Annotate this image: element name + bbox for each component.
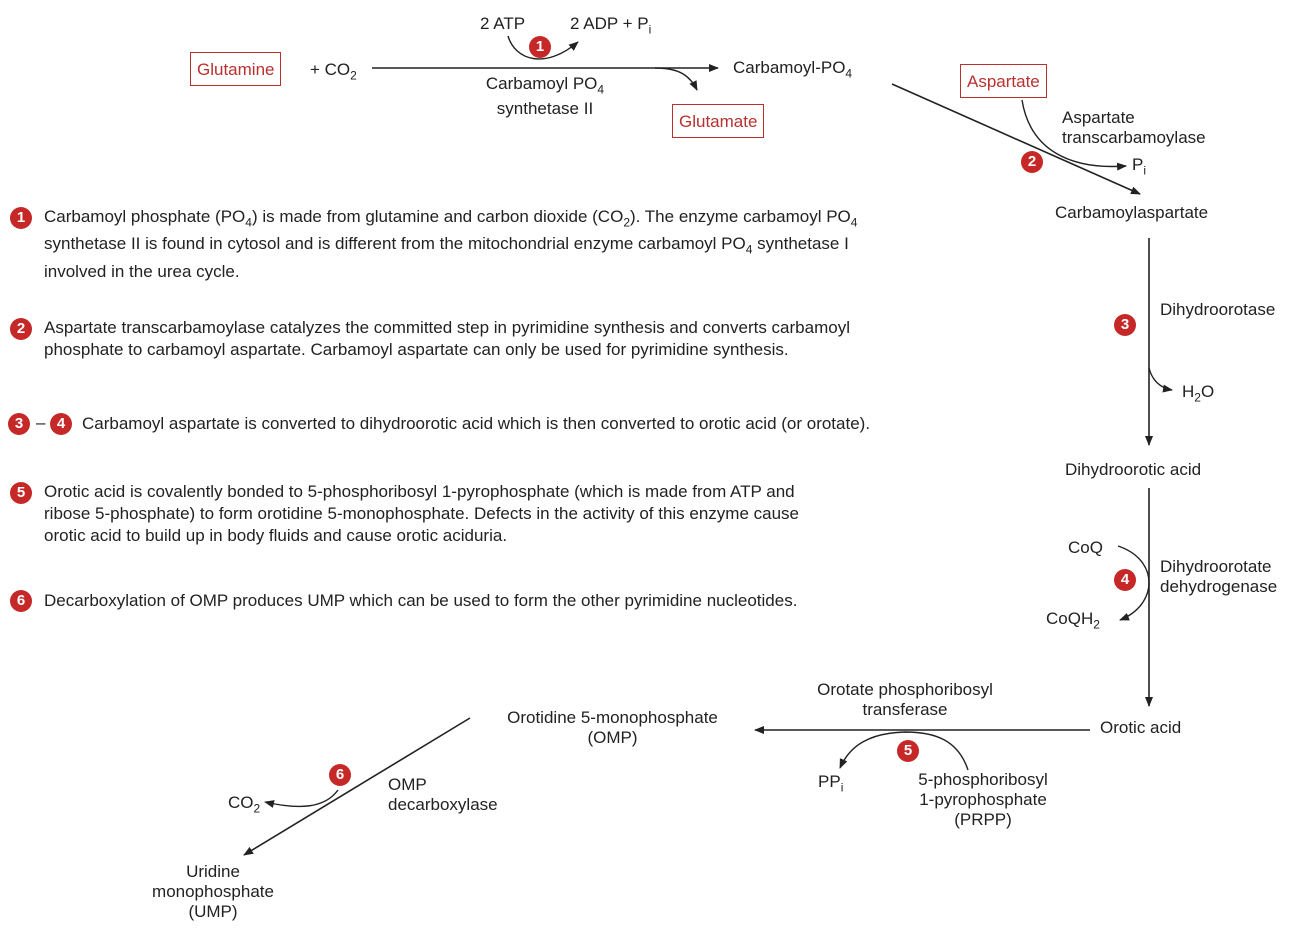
carbamoyl-po4-label: Carbamoyl-PO4 bbox=[733, 58, 853, 81]
co2-label: + CO2 bbox=[310, 60, 357, 83]
arrow-atp bbox=[507, 35, 579, 60]
dihydroorotase-label: Dihydroorotase bbox=[1160, 300, 1276, 319]
co2-out-label: CO2 bbox=[228, 793, 261, 816]
enzyme-atcase-label: Aspartate transcarbamoylase bbox=[1062, 108, 1206, 147]
note-badge-3: 3 bbox=[8, 413, 30, 435]
arrow-glutamate bbox=[654, 67, 698, 91]
enzyme-ompdc-label: OMP decarboxylase bbox=[388, 775, 498, 814]
h2o-label: H2O bbox=[1182, 382, 1215, 405]
note-5: Orotic acid is covalently bonded to 5-ph… bbox=[44, 482, 800, 545]
step-badge-5: 5 bbox=[897, 740, 919, 762]
glutamine-box: Glutamine bbox=[190, 52, 282, 86]
coqh2-label: CoQH2 bbox=[1046, 609, 1100, 632]
note-dash: – bbox=[36, 413, 46, 432]
prpp-label: 5-phosphoribosyl 1-pyrophosphate (PRPP) bbox=[918, 770, 1048, 829]
note-6: Decarboxylation of OMP produces UMP whic… bbox=[44, 591, 798, 610]
step-badge-1: 1 bbox=[529, 36, 551, 58]
arrow-aspartate bbox=[1021, 99, 1127, 171]
enzyme-cps2-label: Carbamoyl PO4 synthetase II bbox=[485, 74, 605, 119]
aspartate-box: Aspartate bbox=[960, 64, 1047, 98]
orotic-acid-label: Orotic acid bbox=[1100, 718, 1182, 737]
arrow-step6 bbox=[243, 717, 471, 856]
note-badge-2: 2 bbox=[10, 318, 32, 340]
note-badge-6: 6 bbox=[10, 590, 32, 612]
note-badge-1: 1 bbox=[10, 207, 32, 229]
arrow-prpp bbox=[839, 731, 969, 771]
enzyme-oprt-label: Orotate phosphoribosyl transferase bbox=[817, 680, 993, 719]
note-1: Carbamoyl phosphate (PO4) is made from g… bbox=[44, 207, 858, 281]
note-badge-5: 5 bbox=[10, 482, 32, 504]
step-badge-6: 6 bbox=[329, 764, 351, 786]
glutamate-box: Glutamate bbox=[672, 104, 765, 138]
arrow-coq bbox=[1117, 545, 1150, 621]
ppi-label: PPi bbox=[818, 772, 844, 795]
omp-label: Orotidine 5-monophosphate (OMP) bbox=[507, 708, 718, 747]
atp-label: 2 ATP bbox=[480, 14, 526, 33]
note-badge-4: 4 bbox=[50, 413, 72, 435]
carbamoylaspartate-label: Carbamoylaspartate bbox=[1055, 203, 1209, 222]
arrow-h2o bbox=[1148, 367, 1173, 393]
arrow-step2 bbox=[891, 83, 1141, 195]
note-3-4: Carbamoyl aspartate is converted to dihy… bbox=[82, 414, 871, 433]
coq-label: CoQ bbox=[1068, 538, 1103, 557]
step-badge-2: 2 bbox=[1021, 151, 1043, 173]
arrow-co2 bbox=[264, 789, 339, 808]
ump-label: Uridine monophosphate (UMP) bbox=[152, 862, 274, 921]
dihydroorotic-label: Dihydroorotic acid bbox=[1065, 460, 1202, 479]
note-2: Aspartate transcarbamoylase catalyzes th… bbox=[44, 318, 850, 359]
adp-label: 2 ADP + Pi bbox=[570, 14, 652, 37]
step-badge-4: 4 bbox=[1114, 569, 1136, 591]
enzyme-dhodh-label: Dihydroorotate dehydrogenase bbox=[1160, 557, 1278, 596]
pi-label: Pi bbox=[1132, 155, 1147, 178]
step-badge-3: 3 bbox=[1114, 314, 1136, 336]
